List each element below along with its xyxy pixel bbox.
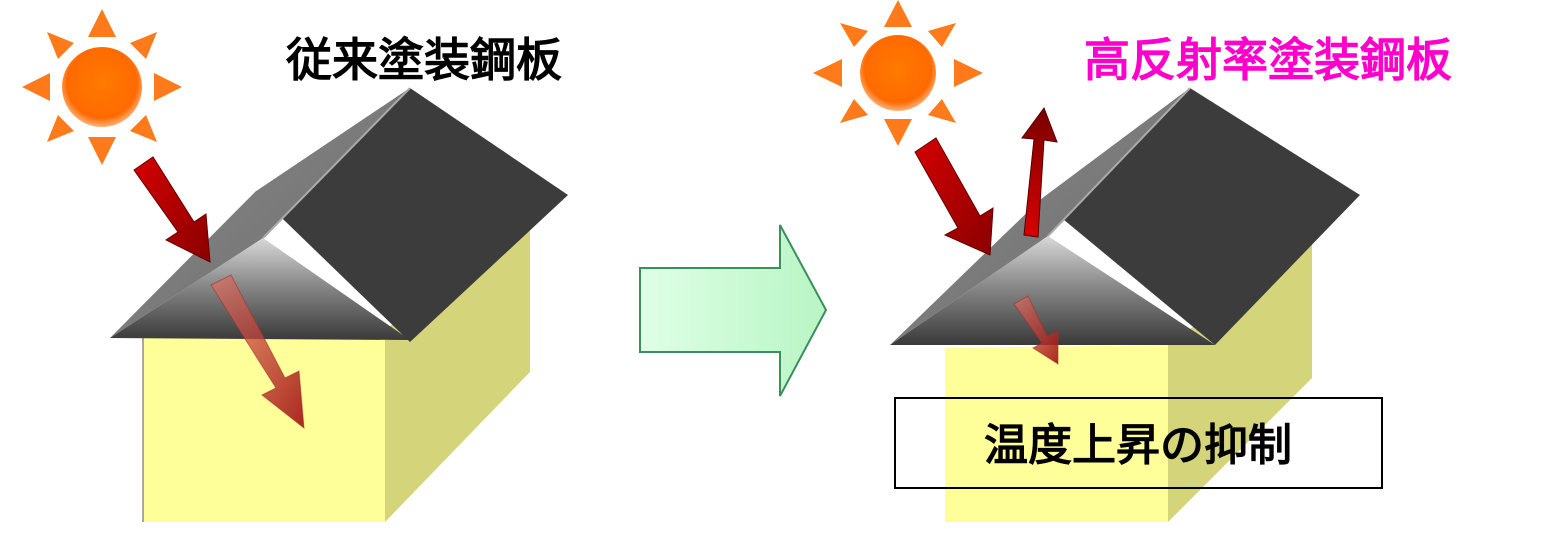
house-wall-side	[385, 220, 530, 522]
arrow-down-right-icon	[133, 156, 211, 263]
right-panel: 高反射率塗装鋼板 温度上昇の抑制	[813, 0, 1452, 522]
arrow-down-right-icon	[914, 137, 994, 256]
roof-front	[890, 236, 1215, 345]
house-wall-side	[1168, 240, 1312, 522]
arrow-up-icon	[1021, 106, 1058, 238]
left-title: 従来塗装鋼板	[285, 33, 562, 87]
house-wall-front	[945, 345, 1168, 522]
arrow-penetrating-icon	[210, 274, 305, 430]
sun-icon	[813, 0, 983, 146]
roof-front	[110, 238, 410, 340]
roof-left	[110, 88, 410, 338]
arrow-penetrating-icon	[1013, 295, 1059, 365]
caption-text: 温度上昇の抑制	[984, 420, 1292, 471]
right-title: 高反射率塗装鋼板	[1084, 33, 1452, 87]
house-wall-front	[143, 330, 385, 522]
arrow-right-icon	[639, 224, 828, 397]
sun-icon	[22, 9, 182, 165]
left-panel: 従来塗装鋼板	[22, 9, 568, 522]
caption-box	[894, 397, 1383, 489]
roof-left	[890, 88, 1190, 345]
